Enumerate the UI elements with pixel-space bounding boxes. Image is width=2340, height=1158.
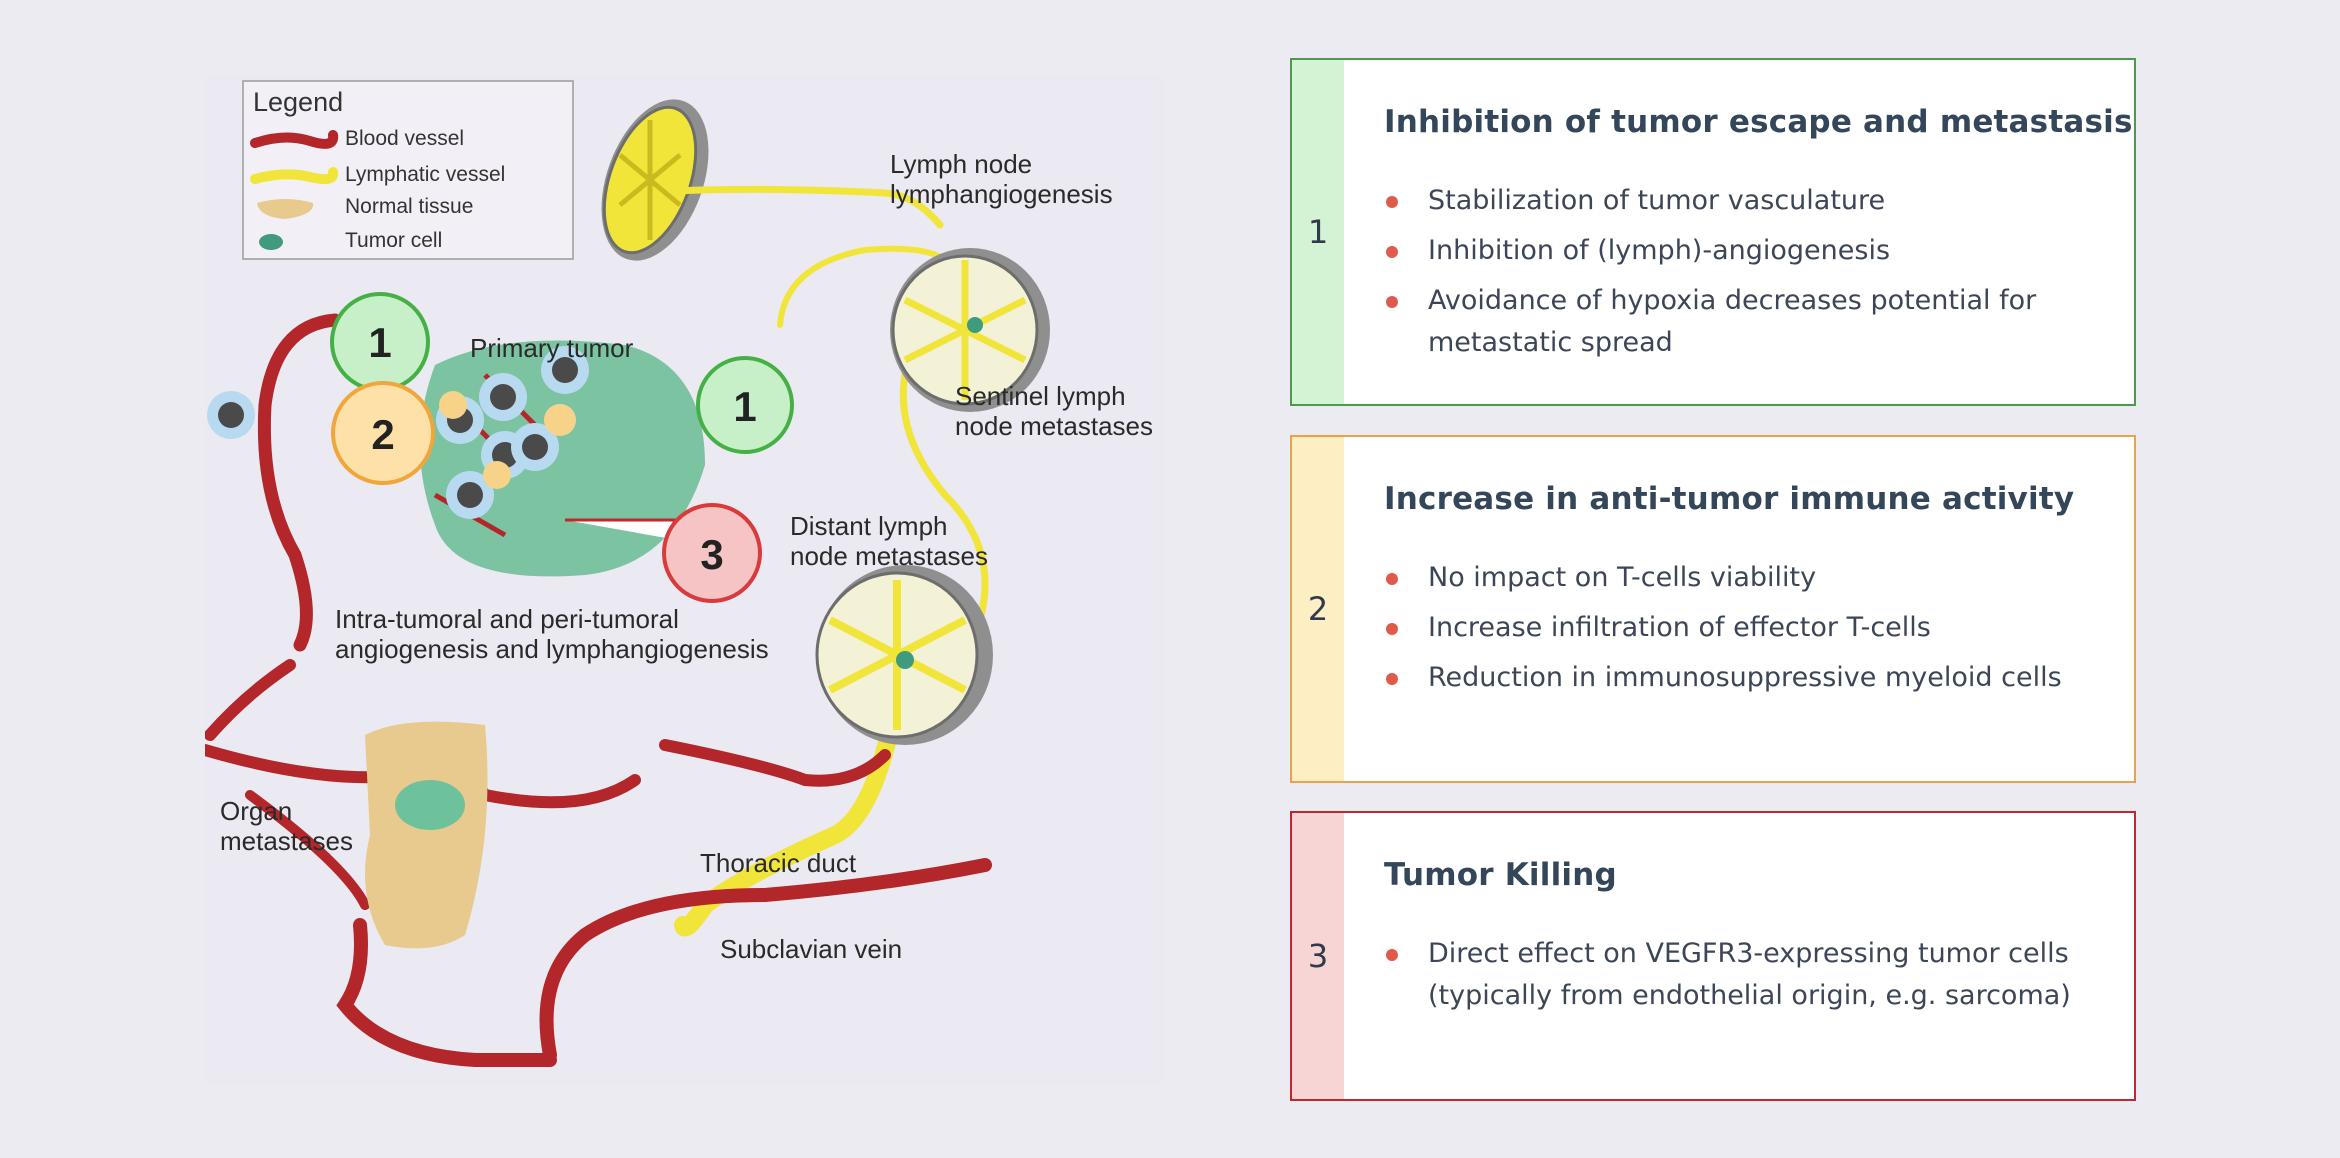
card-bullet-list: No impact on T-cells viability Increase … — [1384, 557, 2074, 707]
label-lymph-node-2: lymphangiogenesis — [890, 179, 1113, 209]
svg-text:1: 1 — [368, 319, 391, 366]
label-sentinel-1: Sentinel lymph — [955, 381, 1126, 411]
legend-tumor-cell: Tumor cell — [345, 229, 442, 252]
label-organ-1: Organ — [220, 796, 292, 826]
card-immune-activity: 2 Increase in anti-tumor immune activity… — [1290, 435, 2136, 783]
label-thoracic-duct: Thoracic duct — [700, 848, 857, 878]
label-primary-tumor: Primary tumor — [470, 333, 634, 363]
label-intra-1: Intra-tumoral and peri-tumoral — [335, 604, 679, 634]
blood-vessel-icon — [250, 130, 339, 149]
legend-normal-tissue: Normal tissue — [345, 195, 473, 218]
primary-tumor — [207, 340, 705, 577]
bullet-dot-icon — [1386, 673, 1398, 685]
distant-lymph-node — [815, 565, 993, 745]
card-title: Tumor Killing — [1384, 857, 1617, 893]
svg-text:2: 2 — [371, 411, 394, 458]
metastasis-diagram: Legend Blood vessel Lymphatic vessel Nor… — [205, 75, 1165, 1085]
card-number: 3 — [1292, 813, 1344, 1099]
label-lymph-node-1: Lymph node — [890, 149, 1032, 179]
bullet-text: Increase infiltration of effector T-cell… — [1428, 612, 1931, 643]
card-title: Inhibition of tumor escape and metastasi… — [1384, 104, 2133, 140]
tumor-cell-icon — [259, 234, 283, 250]
bullet-text: Direct effect on VEGFR3-expressing tumor… — [1428, 938, 2071, 1011]
bullet-dot-icon — [1386, 623, 1398, 635]
bullet-text: Avoidance of hypoxia decreases potential… — [1428, 285, 2037, 358]
organ-tissue — [365, 721, 488, 949]
legend-lymphatic-vessel: Lymphatic vessel — [345, 163, 505, 186]
card-bullet-list: Direct effect on VEGFR3-expressing tumor… — [1384, 933, 2074, 1025]
card-tumor-escape: 1 Inhibition of tumor escape and metasta… — [1290, 58, 2136, 406]
card-number: 2 — [1292, 437, 1344, 781]
card-bullet-list: Stabilization of tumor vasculature Inhib… — [1384, 180, 2074, 372]
legend: Legend Blood vessel Lymphatic vessel Nor… — [242, 80, 574, 260]
bullet-item: Reduction in immunosuppressive myeloid c… — [1384, 657, 2074, 699]
bullet-item: Direct effect on VEGFR3-expressing tumor… — [1384, 933, 2074, 1017]
sentinel-lymph-node — [890, 248, 1050, 412]
bullet-text: No impact on T-cells viability — [1428, 562, 1817, 593]
legend-blood-vessel: Blood vessel — [345, 127, 464, 150]
lymphatic-vessels — [671, 185, 989, 937]
label-sentinel-2: node metastases — [955, 411, 1153, 441]
marker-3: 3 — [662, 503, 762, 603]
bullet-dot-icon — [1386, 296, 1398, 308]
marker-1-right: 1 — [696, 356, 794, 454]
bullet-dot-icon — [1386, 573, 1398, 585]
svg-text:1: 1 — [733, 383, 756, 430]
label-organ-2: metastases — [220, 826, 353, 856]
bullet-dot-icon — [1386, 949, 1398, 961]
svg-text:3: 3 — [700, 531, 723, 578]
label-distant-2: node metastases — [790, 541, 988, 571]
label-distant-1: Distant lymph — [790, 511, 948, 541]
bullet-item: Inhibition of (lymph)-angiogenesis — [1384, 230, 2074, 272]
label-subclavian-vein: Subclavian vein — [720, 934, 902, 964]
label-intra-2: angiogenesis and lymphangiogenesis — [335, 634, 769, 664]
bullet-item: Avoidance of hypoxia decreases potential… — [1384, 280, 2074, 364]
blood-vessels — [205, 313, 992, 1068]
bullet-item: Stabilization of tumor vasculature — [1384, 180, 2074, 222]
lymphatic-vessel-icon — [250, 167, 339, 185]
card-tumor-killing: 3 Tumor Killing Direct effect on VEGFR3-… — [1290, 811, 2136, 1101]
bullet-text: Inhibition of (lymph)-angiogenesis — [1428, 235, 1891, 266]
bullet-dot-icon — [1386, 196, 1398, 208]
legend-title: Legend — [253, 87, 343, 117]
card-title: Increase in anti-tumor immune activity — [1384, 481, 2075, 517]
bullet-text: Reduction in immunosuppressive myeloid c… — [1428, 662, 2062, 693]
bullet-item: No impact on T-cells viability — [1384, 557, 2074, 599]
lymph-node-small — [601, 99, 709, 261]
marker-1-left: 1 — [330, 292, 430, 392]
normal-tissue-icon — [257, 199, 314, 219]
bullet-text: Stabilization of tumor vasculature — [1428, 185, 1886, 216]
bullet-item: Increase infiltration of effector T-cell… — [1384, 607, 2074, 649]
marker-2: 2 — [331, 381, 435, 485]
bullet-dot-icon — [1386, 246, 1398, 258]
card-number: 1 — [1292, 60, 1344, 404]
